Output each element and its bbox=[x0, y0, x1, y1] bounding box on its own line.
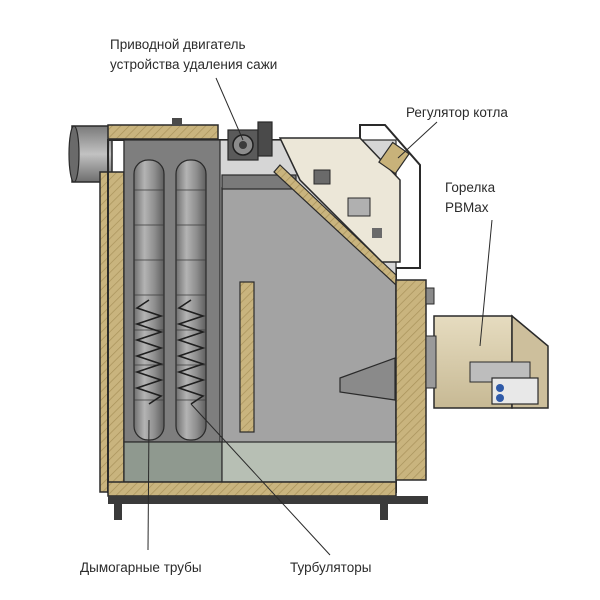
label-fire-tubes: Дымогарные трубы bbox=[80, 560, 202, 575]
baffle-plate bbox=[239, 281, 255, 433]
ash-pan bbox=[107, 441, 428, 520]
turbulator-spring-1 bbox=[134, 299, 164, 405]
flue-outlet bbox=[68, 125, 113, 183]
label-burner: Горелка PBMax bbox=[445, 178, 495, 218]
label-soot-motor-line1: Приводной двигатель bbox=[110, 37, 246, 52]
leader-motor bbox=[215, 77, 244, 141]
label-turbulators: Турбуляторы bbox=[290, 560, 372, 575]
leader-lines bbox=[147, 77, 493, 556]
boiler-regulator-housing bbox=[278, 137, 410, 263]
label-burner-line1: Горелка bbox=[445, 180, 496, 195]
combustion-chamber bbox=[221, 164, 397, 493]
label-regulator: Регулятор котла bbox=[406, 105, 508, 120]
leader-burner bbox=[479, 219, 493, 347]
soot-removal-motor bbox=[172, 118, 273, 161]
leader-regulator bbox=[397, 121, 438, 159]
burner-pbmax bbox=[425, 314, 549, 409]
burner-indicator-icon bbox=[496, 384, 504, 392]
leader-turbulators bbox=[190, 403, 331, 556]
front-door bbox=[395, 279, 435, 481]
fire-tube-bank bbox=[123, 139, 221, 443]
leader-tubes bbox=[147, 419, 150, 551]
label-soot-motor: Приводной двигатель устройства удаления … bbox=[110, 35, 277, 75]
turbulator-spring-2 bbox=[176, 299, 206, 405]
flame-shape bbox=[339, 357, 396, 401]
label-burner-line2: PBMax bbox=[445, 200, 489, 215]
label-soot-motor-line2: устройства удаления сажи bbox=[110, 57, 278, 72]
